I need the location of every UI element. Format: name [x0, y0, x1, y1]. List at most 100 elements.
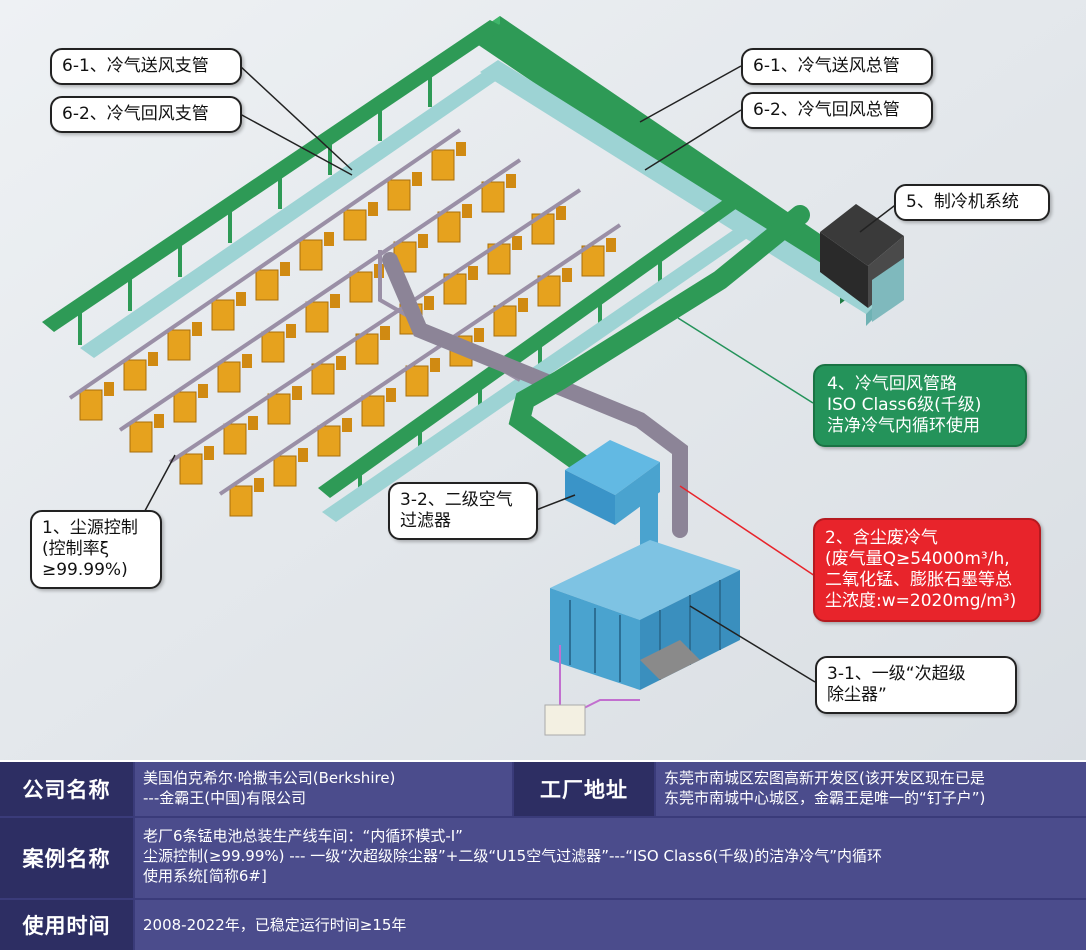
equipment-station	[223, 423, 247, 455]
equipment-hopper	[386, 388, 396, 402]
equipment-hopper	[336, 356, 346, 370]
callout-branch-return: 6-2、冷气回风支管	[50, 96, 242, 133]
equipment-hopper	[512, 236, 522, 250]
case-value-line: 尘源控制(≥99.99%) --- 一级“次超级除尘器”+二级“U15空气过滤器…	[143, 847, 882, 865]
case-value-line: 老厂6条锰电池总装生产线车间：“内循环模式-Ⅰ”	[143, 827, 463, 845]
equipment-hopper	[368, 202, 378, 216]
equipment-hopper	[248, 416, 258, 430]
equipment-station	[173, 391, 197, 423]
equipment-station	[217, 361, 241, 393]
equipment-hopper	[292, 386, 302, 400]
case-label: 案例名称	[0, 818, 133, 898]
period-label: 使用时间	[0, 900, 133, 950]
equipment-station	[431, 149, 455, 181]
branch-return-duct-upper	[80, 70, 500, 358]
callout-text: 1、尘源控制	[42, 518, 138, 538]
callout-text: (控制率ξ	[42, 539, 110, 559]
equipment-hopper	[462, 204, 472, 218]
equipment-hopper	[204, 446, 214, 460]
callout-text: 过滤器	[400, 511, 451, 531]
secondary-filter-unit	[565, 440, 660, 525]
callout-text: 6-1、冷气送风支管	[62, 56, 209, 76]
callout-return-pipeline: 4、冷气回风管路 ISO Class6级(千级) 洁净冷气内循环使用	[813, 364, 1027, 447]
callout-text: ≥99.99%)	[42, 560, 128, 580]
equipment-hopper	[342, 418, 352, 432]
equipment-station	[79, 389, 103, 421]
equipment-hopper	[286, 324, 296, 338]
equipment-station	[179, 453, 203, 485]
callout-branch-supply: 6-1、冷气送风支管	[50, 48, 242, 85]
equipment-station	[317, 425, 341, 457]
info-table: 公司名称 美国伯克希尔·哈撒韦公司(Berkshire) ---金霸王(中国)有…	[0, 762, 1086, 950]
equipment-station	[493, 305, 517, 337]
callout-secondary-filter: 3-2、二级空气 过滤器	[388, 482, 538, 540]
equipment-station	[211, 299, 235, 331]
callout-text: 3-1、一级“次超级	[827, 664, 966, 684]
callout-main-return: 6-2、冷气回风总管	[741, 92, 933, 129]
dust-collection-ducts	[68, 128, 622, 496]
callout-text: 6-1、冷气送风总管	[753, 56, 900, 76]
case-value: 老厂6条锰电池总装生产线车间：“内循环模式-Ⅰ” 尘源控制(≥99.99%) -…	[135, 818, 1086, 898]
equipment-station	[355, 333, 379, 365]
return-air-pipe	[508, 205, 810, 480]
equipment-station	[261, 331, 285, 363]
address-value: 东莞市南城区宏图高新开发区(该开发区现在已是 东莞市南城中心城区，金霸王是唯一的…	[656, 762, 1086, 816]
equipment-hopper	[154, 414, 164, 428]
equipment-station	[299, 239, 323, 271]
equipment-station	[311, 363, 335, 395]
equipment-hopper	[192, 322, 202, 336]
main-dust-duct	[382, 252, 688, 538]
equipment-hopper	[280, 262, 290, 276]
callout-text: 尘浓度:w=2020mg/m³)	[825, 591, 1017, 611]
equipment-station	[481, 181, 505, 213]
callout-primary-collector: 3-1、一级“次超级 除尘器”	[815, 656, 1017, 714]
address-value-line: 东莞市南城区宏图高新开发区(该开发区现在已是	[664, 769, 985, 787]
equipment-station	[305, 301, 329, 333]
equipment-hopper	[298, 448, 308, 462]
equipment-station	[167, 329, 191, 361]
equipment-hopper	[330, 294, 340, 308]
callout-text: 5、制冷机系统	[906, 192, 1019, 212]
equipment-hopper	[562, 268, 572, 282]
equipment-hopper	[430, 358, 440, 372]
equipment-hopper	[418, 234, 428, 248]
callout-dusty-air: 2、含尘废冷气 (废气量Q≥54000m³/h, 二氧化锰、膨胀石墨等总 尘浓度…	[813, 518, 1041, 622]
equipment-station	[581, 245, 605, 277]
chiller-unit	[820, 204, 904, 322]
leader-lines	[139, 65, 899, 683]
callout-text: (废气量Q≥54000m³/h,	[825, 549, 1010, 569]
equipment-station	[537, 275, 561, 307]
callout-text: 洁净冷气内循环使用	[827, 416, 980, 436]
equipment-hopper	[242, 354, 252, 368]
branch-supply-duct-upper	[42, 20, 505, 345]
equipment-station	[361, 395, 385, 427]
equipment-station	[273, 455, 297, 487]
equipment-hopper	[606, 238, 616, 252]
case-value-line: 使用系统[简称6#]	[143, 867, 267, 885]
callout-text: 3-2、二级空气	[400, 490, 513, 510]
company-value-line: 美国伯克希尔·哈撒韦公司(Berkshire)	[143, 769, 396, 787]
equipment-hopper	[380, 326, 390, 340]
company-label: 公司名称	[0, 762, 133, 816]
equipment-station	[255, 269, 279, 301]
address-label: 工厂地址	[514, 762, 654, 816]
callout-dust-source: 1、尘源控制 (控制率ξ ≥99.99%)	[30, 510, 162, 589]
callout-text: ISO Class6级(千级)	[827, 395, 982, 415]
equipment-hopper	[104, 382, 114, 396]
callout-text: 二氧化锰、膨胀石墨等总	[825, 570, 1012, 590]
callout-chiller: 5、制冷机系统	[894, 184, 1050, 221]
primary-dust-collector	[544, 540, 740, 736]
period-value: 2008-2022年，已稳定运行时间≥15年	[135, 900, 1086, 950]
equipment-station	[349, 271, 373, 303]
callout-text: 除尘器”	[827, 685, 887, 705]
equipment-hopper	[474, 328, 484, 342]
company-value-line: ---金霸王(中国)有限公司	[143, 789, 306, 807]
callout-text: 4、冷气回风管路	[827, 374, 957, 394]
equipment-station	[387, 179, 411, 211]
equipment-hopper	[424, 296, 434, 310]
company-value: 美国伯克希尔·哈撒韦公司(Berkshire) ---金霸王(中国)有限公司	[135, 762, 512, 816]
callout-text: 6-2、冷气回风支管	[62, 104, 209, 124]
equipment-station	[123, 359, 147, 391]
address-value-line: 东莞市南城中心城区，金霸王是唯一的“钉子户”)	[664, 789, 986, 807]
